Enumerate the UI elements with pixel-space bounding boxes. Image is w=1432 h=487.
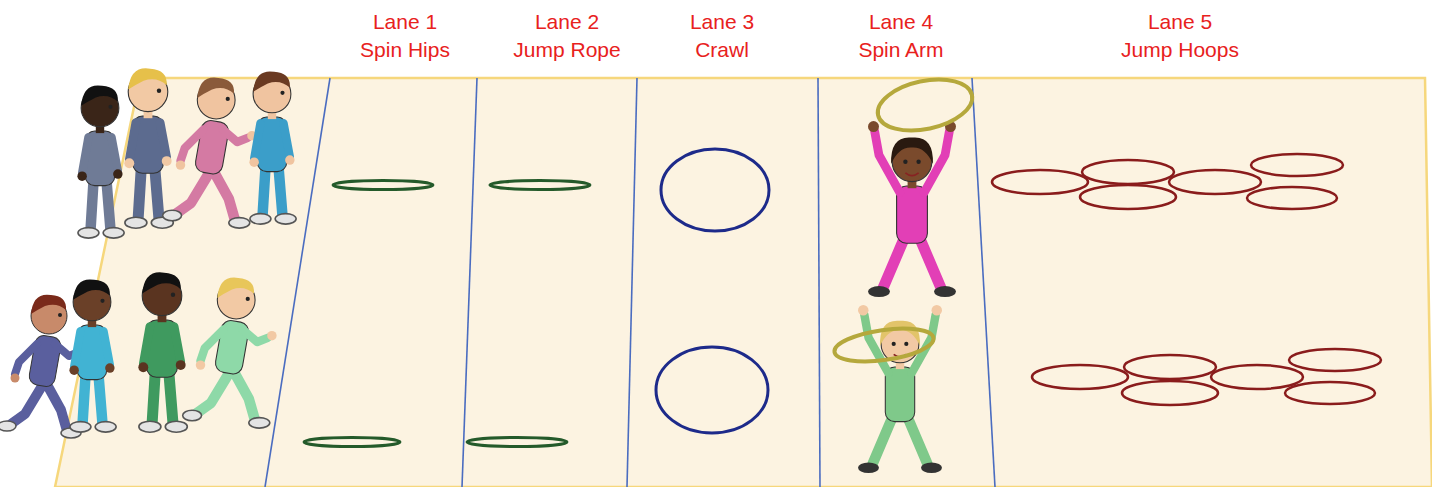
arm-hoop: [832, 323, 935, 367]
activity-name: Spin Hips: [360, 38, 450, 62]
lane-dividers: [265, 78, 995, 487]
kid-figure: [163, 78, 257, 229]
jump-hoops: [992, 154, 1381, 405]
lane-number: Lane 1: [373, 10, 437, 34]
crawl-hoops: [656, 149, 769, 433]
kid-figure: [138, 272, 187, 432]
activity-name: Spin Arm: [858, 38, 943, 62]
lane-number: Lane 3: [690, 10, 754, 34]
lane-number: Lane 4: [869, 10, 933, 34]
kid-figure: [69, 279, 116, 432]
activity-name: Jump Rope: [513, 38, 620, 62]
flat-hoops: [304, 181, 590, 447]
kid-figure: [249, 71, 296, 224]
lane-number: Lane 2: [535, 10, 599, 34]
kid-figure: [868, 121, 956, 297]
lane-number: Lane 5: [1148, 10, 1212, 34]
arm-hoop: [873, 72, 977, 139]
kid-figure: [124, 68, 173, 228]
activity-name: Jump Hoops: [1121, 38, 1239, 62]
kid-figure: [77, 85, 124, 238]
activity-name: Crawl: [695, 38, 749, 62]
kid-figure: [183, 278, 277, 429]
